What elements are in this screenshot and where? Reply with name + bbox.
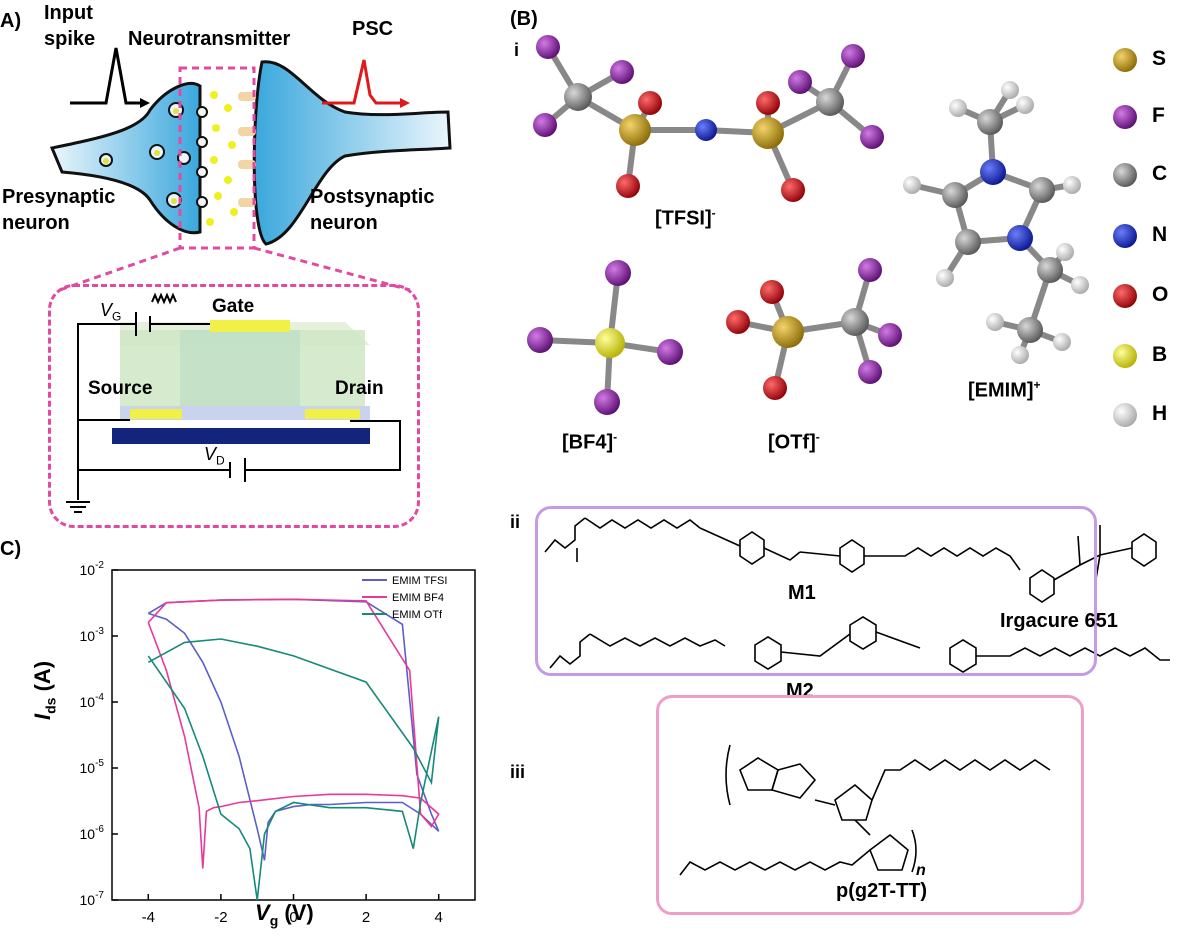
panel-b-letter: (B) xyxy=(510,8,538,30)
pg2tt-structure xyxy=(679,744,1051,876)
irgacure-label: Irgacure 651 xyxy=(1000,610,1118,632)
polymer-box xyxy=(656,695,1084,915)
atom-legend-c: C xyxy=(1152,162,1168,185)
sub-panel-i: i xyxy=(514,40,520,60)
tfsi-molecule xyxy=(533,35,884,202)
otf-molecule xyxy=(726,258,902,400)
panel-c-letter: C) xyxy=(0,538,22,560)
atom-legend-o: O xyxy=(1152,283,1169,306)
m1-structure xyxy=(544,517,1021,573)
sub-panel-iii: iii xyxy=(510,762,526,782)
vg-label: VG xyxy=(100,300,122,324)
atom-legend-b: B xyxy=(1152,343,1168,366)
postsynaptic-label-2: neuron xyxy=(310,212,378,234)
emim-molecule xyxy=(903,81,1089,364)
polymer-n-label: n xyxy=(916,862,926,879)
y-tick-label: 10-3 xyxy=(80,626,105,644)
bf4-molecule xyxy=(527,260,683,415)
y-tick-label: 10-4 xyxy=(80,692,105,710)
tfsi-label: [TFSI]- xyxy=(655,206,716,230)
atom-legend-n: N xyxy=(1152,223,1168,246)
x-tick-label: -2 xyxy=(214,909,227,926)
postsynaptic-label: Postsynaptic xyxy=(310,186,435,208)
x-tick-label: -4 xyxy=(142,909,155,926)
bf4-label: [BF4]- xyxy=(562,430,618,454)
device-zoom-box xyxy=(48,284,420,528)
gate-label: Gate xyxy=(212,296,255,317)
presynaptic-label: Presynaptic xyxy=(2,186,116,208)
atom-legend-balls xyxy=(1113,48,1137,427)
y-tick-label: 10-7 xyxy=(80,890,105,908)
sub-panel-ii: ii xyxy=(510,512,521,532)
device-schematic xyxy=(112,320,370,444)
legend-label-0: EMIM TFSI xyxy=(392,575,447,587)
input-spike-label: Input xyxy=(44,2,93,24)
atom-legend-s: S xyxy=(1152,47,1167,70)
presynaptic-label-2: neuron xyxy=(2,212,70,234)
psc-spike-icon xyxy=(322,59,400,105)
y-tick-label: 10-2 xyxy=(80,560,105,578)
m1-label: M1 xyxy=(788,582,816,604)
m2-structure xyxy=(549,616,1170,673)
drain-label: Drain xyxy=(335,378,384,399)
vd-label: VD xyxy=(204,444,225,468)
synapse-highlight-box xyxy=(178,66,256,250)
legend-label-1: EMIM BF4 xyxy=(392,592,444,604)
legend-label-2: EMIM OTf xyxy=(392,609,443,621)
psc-label: PSC xyxy=(352,18,394,40)
neurotransmitter-label: Neurotransmitter xyxy=(128,28,291,50)
postsynaptic-neuron-shape xyxy=(252,60,452,246)
x-axis-label: Vg (V) xyxy=(255,900,314,929)
input-spike-label-2: spike xyxy=(44,28,96,50)
y-tick-label: 10-6 xyxy=(80,824,105,842)
source-label: Source xyxy=(88,378,153,399)
neurotransmitter-dots xyxy=(206,91,238,226)
x-tick-label: 0 xyxy=(289,909,297,926)
atom-legend-h: H xyxy=(1152,402,1168,425)
polymer-label: p(g2T-TT) xyxy=(836,880,928,902)
panel-a-letter: A) xyxy=(0,10,22,32)
otf-label: [OTf]- xyxy=(768,430,820,454)
atom-legend-f: F xyxy=(1152,104,1165,127)
presynaptic-neuron-shape xyxy=(49,82,202,235)
x-tick-label: 4 xyxy=(435,909,443,926)
series-line-2 xyxy=(147,638,440,901)
monomer-box xyxy=(535,506,1097,676)
y-axis-label: Ids (A) xyxy=(30,660,59,720)
series-line-1 xyxy=(147,598,440,869)
input-spike-icon xyxy=(70,47,140,105)
x-tick-label: 2 xyxy=(362,909,370,926)
emim-label: [EMIM]+ xyxy=(968,378,1041,402)
y-tick-label: 10-5 xyxy=(80,758,105,776)
